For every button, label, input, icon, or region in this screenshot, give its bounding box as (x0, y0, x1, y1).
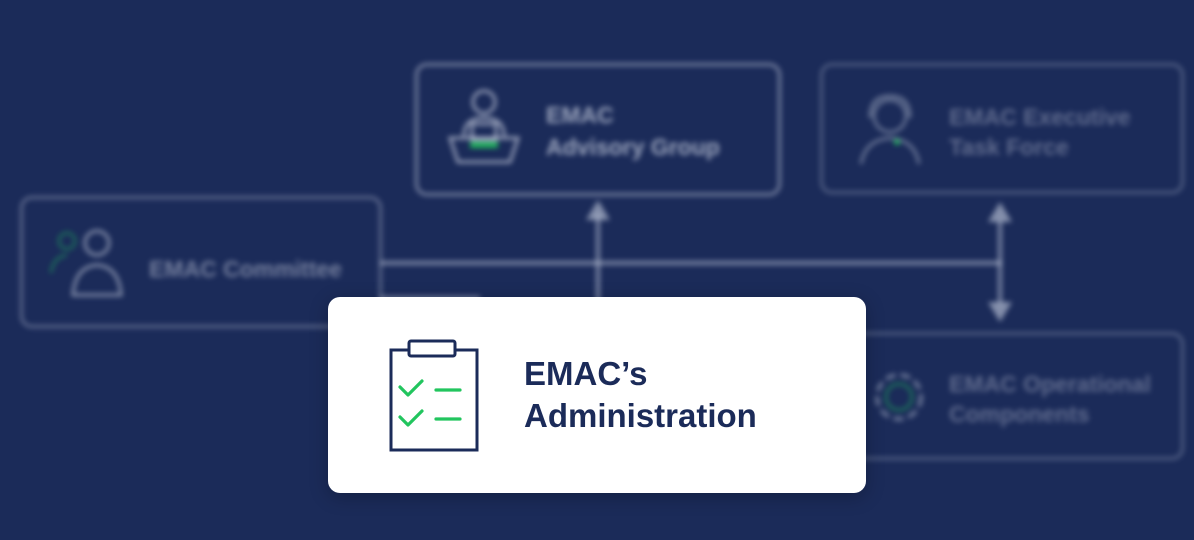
arrow-up-advisory (586, 200, 610, 220)
node-advisory-group: EMAC Advisory Group (415, 63, 781, 196)
administration-card: EMAC’s Administration (328, 297, 866, 493)
advisory-group-line1: EMAC (546, 102, 614, 128)
connector-committee-horizontal (380, 261, 1002, 265)
executive-task-force-line1: EMAC Executive (949, 104, 1131, 130)
arrow-up-taskforce (988, 202, 1012, 222)
headset-agent-icon (859, 94, 921, 165)
node-executive-task-force: EMAC Executive Task Force (820, 63, 1184, 194)
advisory-group-line2: Advisory Group (546, 134, 720, 160)
node-operational-components: EMAC Operational Components (826, 332, 1184, 460)
administration-title-line1: EMAC’s (524, 355, 648, 392)
executive-task-force-line2: Task Force (949, 134, 1069, 160)
connector-advisory-vertical (596, 215, 600, 305)
node-committee: EMAC Committee (20, 196, 382, 328)
administration-title: EMAC’s Administration (524, 353, 757, 437)
arrow-down-operational (988, 302, 1012, 322)
person-at-desk-icon (447, 89, 521, 164)
administration-title-line2: Administration (524, 397, 757, 434)
clipboard-checklist-icon (389, 339, 479, 452)
operational-components-line1: EMAC Operational (949, 371, 1151, 397)
gear-icon (875, 373, 923, 421)
connector-taskforce-vertical (998, 220, 1002, 304)
users-icon (49, 229, 123, 297)
committee-label: EMAC Committee (149, 256, 342, 282)
operational-components-line2: Components (949, 401, 1090, 427)
